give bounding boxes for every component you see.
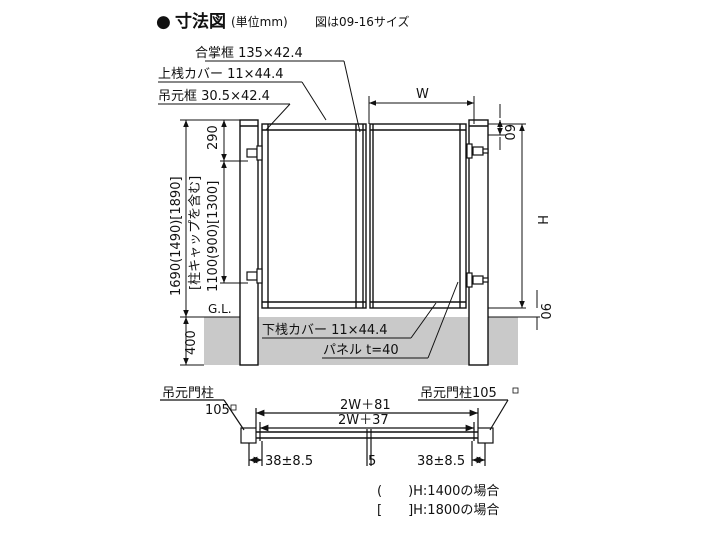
dim-1690: 1690(1490)[1890] (169, 176, 184, 296)
plan-view (160, 399, 509, 466)
gate-leaf-left (261, 123, 367, 309)
dim-h: H (534, 215, 549, 225)
plan-2w81: 2W＋81 (340, 398, 391, 413)
square-mark-icon (512, 387, 519, 394)
header-unit: (単位mm) (231, 14, 288, 29)
plan-left-post: 吊元門柱 (162, 386, 214, 401)
square-mark-icon (230, 404, 237, 411)
plan-38-left: 38±8.5 (265, 454, 313, 469)
dim-290: 290 (206, 125, 221, 150)
legend-paren: ( )H:1400の場合 (377, 484, 499, 499)
dim-1100: 1100(900)[1300] (206, 181, 221, 292)
header-bullet: ● (156, 12, 171, 32)
label-tsurimoto-waku: 吊元框 30.5×42.4 (158, 89, 270, 104)
dimension-lines (180, 96, 540, 366)
dim-post-cap: [柱キャップを含む] (187, 176, 203, 290)
plan-5: 5 (368, 454, 376, 469)
dim-w: W (416, 87, 429, 102)
label-gassho-waku: 合掌框 135×42.4 (195, 46, 303, 61)
plan-left-post-size: 105 (205, 403, 230, 418)
gate-leaf-right (369, 123, 467, 309)
plan-2w37: 2W＋37 (338, 413, 389, 428)
plan-38-right: 38±8.5 (417, 454, 465, 469)
label-panel: パネル t=40 (323, 343, 399, 358)
header-title: 寸法図 (175, 11, 226, 32)
leader-lines (158, 60, 459, 359)
label-gl: G.L. (208, 302, 232, 316)
right-post (468, 119, 489, 366)
plan-right-post: 吊元門柱105 (420, 386, 497, 401)
legend-bracket: [ ]H:1800の場合 (377, 503, 499, 518)
ground (204, 317, 518, 365)
label-uesan-cover: 上桟カバー 11×44.4 (158, 67, 284, 82)
hinges (246, 143, 489, 288)
dim-90: 90 (537, 303, 552, 320)
dim-400: 400 (184, 330, 199, 355)
left-post (239, 119, 259, 366)
header-note: 図は09-16サイズ (315, 14, 410, 29)
dim-60: 60 (501, 124, 516, 141)
label-shitasan-cover: 下桟カバー 11×44.4 (262, 323, 388, 338)
